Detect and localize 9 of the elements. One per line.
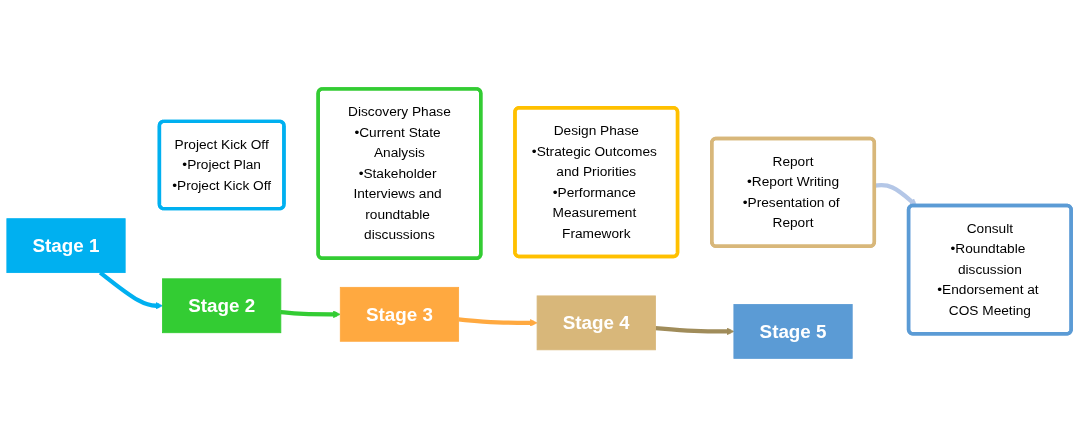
node-box: Stage 3 [339,287,460,343]
arrow [280,310,341,319]
arrow [655,326,735,336]
node-box: Stage 2 [162,278,282,334]
arrow [458,317,538,327]
node-box: Stage 5 [733,304,853,360]
node-box: Stage 4 [536,295,656,351]
arrow [98,271,163,310]
node-box: Stage 1 [6,218,126,274]
